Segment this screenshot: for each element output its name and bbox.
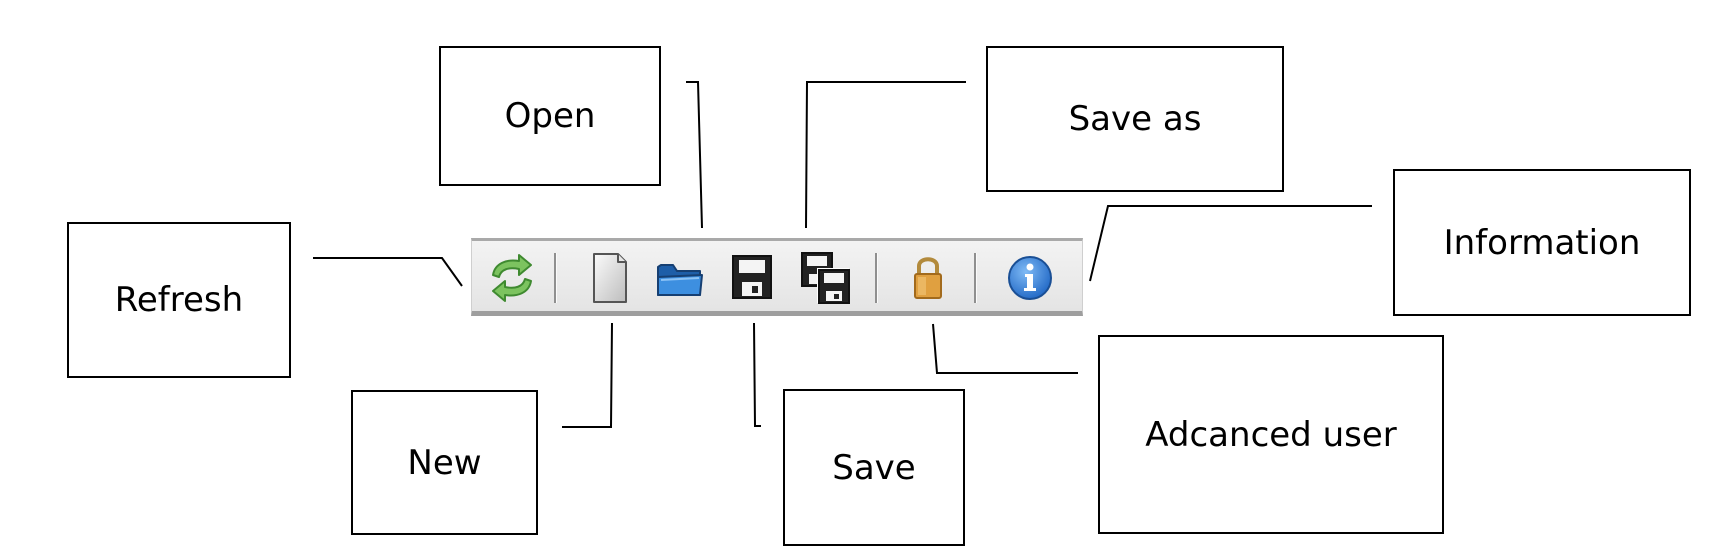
save-as-callout-label: Save as bbox=[1068, 99, 1202, 139]
information-callout: Information bbox=[1393, 169, 1691, 316]
new-callout-label: New bbox=[407, 442, 482, 483]
connector-information bbox=[1089, 205, 1372, 282]
save-callout: Save bbox=[783, 389, 965, 546]
connector-new bbox=[562, 322, 613, 428]
connector-open bbox=[686, 81, 703, 229]
floppy-disks-icon bbox=[801, 252, 850, 304]
padlock-icon bbox=[914, 257, 942, 299]
new-button[interactable] bbox=[582, 249, 638, 307]
refresh-arrows-icon bbox=[492, 254, 532, 302]
advanced-user-callout-label: Adcanced user bbox=[1145, 414, 1397, 455]
connector-advanced bbox=[932, 323, 1078, 374]
open-button[interactable] bbox=[652, 249, 708, 307]
toolbar bbox=[471, 238, 1083, 316]
refresh-callout: Refresh bbox=[67, 222, 291, 378]
toolbar-separator bbox=[554, 253, 557, 303]
save-button[interactable] bbox=[724, 249, 780, 307]
connector-refresh bbox=[313, 257, 463, 287]
connector-saveas bbox=[805, 81, 966, 229]
advanced-user-callout: Adcanced user bbox=[1098, 335, 1444, 534]
blank-document-icon bbox=[593, 253, 627, 303]
open-callout: Open bbox=[439, 46, 661, 186]
connector-save bbox=[753, 322, 761, 427]
information-button[interactable] bbox=[1002, 249, 1058, 307]
information-callout-label: Information bbox=[1443, 222, 1641, 263]
save-callout-label: Save bbox=[832, 447, 916, 488]
refresh-callout-label: Refresh bbox=[114, 280, 244, 320]
info-icon bbox=[1008, 256, 1052, 300]
refresh-button[interactable] bbox=[484, 249, 540, 307]
toolbar-separator bbox=[974, 253, 977, 303]
advanced-user-button[interactable] bbox=[900, 249, 956, 307]
save-as-button[interactable] bbox=[798, 249, 854, 307]
new-callout: New bbox=[351, 390, 538, 535]
toolbar-separator bbox=[875, 253, 878, 303]
save-as-callout: Save as bbox=[986, 46, 1284, 192]
floppy-disk-icon bbox=[732, 255, 772, 299]
open-callout-label: Open bbox=[504, 96, 596, 136]
open-folder-icon bbox=[657, 264, 703, 296]
